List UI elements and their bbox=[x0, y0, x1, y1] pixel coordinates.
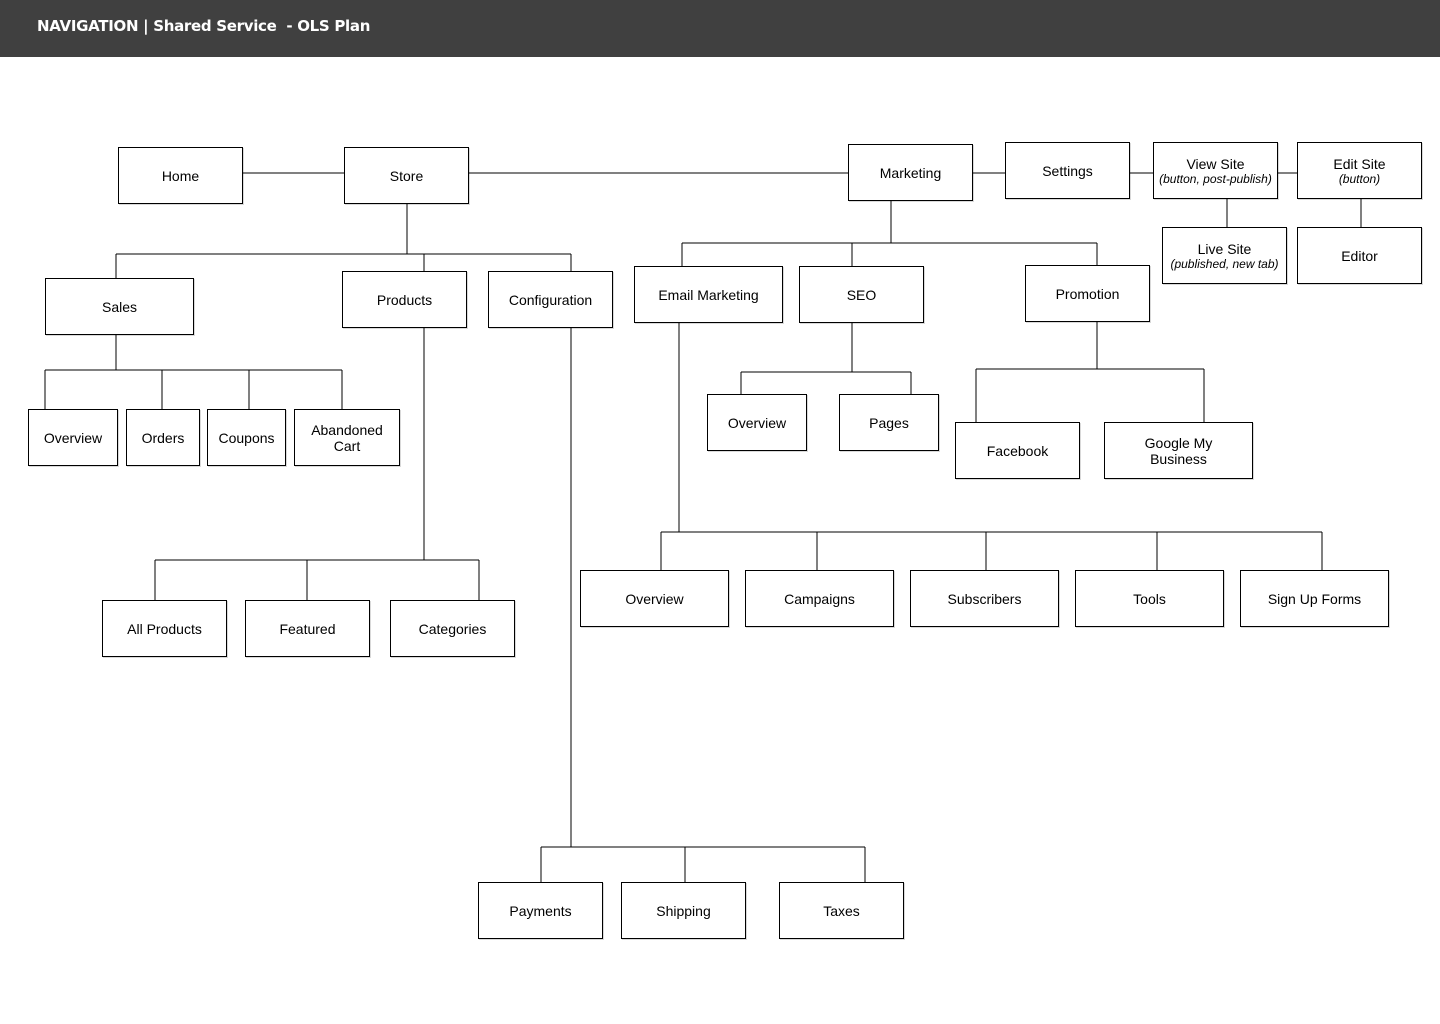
node-edit-site: Edit Site (button) bbox=[1297, 142, 1422, 199]
node-label: Taxes bbox=[823, 902, 860, 919]
node-label: Tools bbox=[1133, 590, 1166, 607]
node-label: Overview bbox=[727, 414, 787, 431]
node-pages: Pages bbox=[839, 394, 939, 451]
node-sublabel: (published, new tab) bbox=[1170, 256, 1279, 271]
node-payments: Payments bbox=[478, 882, 603, 939]
node-label: All Products bbox=[127, 620, 202, 637]
node-label: Settings bbox=[1042, 162, 1093, 179]
node-label: Edit Site bbox=[1333, 155, 1386, 172]
node-coupons: Coupons bbox=[207, 409, 286, 466]
node-label: Email Marketing bbox=[658, 286, 759, 303]
node-label: Live Site bbox=[1197, 240, 1252, 257]
node-email-overview: Overview bbox=[580, 570, 729, 627]
node-label: Coupons bbox=[218, 429, 275, 446]
node-subscribers: Subscribers bbox=[910, 570, 1059, 627]
node-sales: Sales bbox=[45, 278, 194, 335]
node-label: Subscribers bbox=[947, 590, 1022, 607]
node-seo: SEO bbox=[799, 266, 924, 323]
node-all-products: All Products bbox=[102, 600, 227, 657]
node-label: View Site bbox=[1186, 155, 1245, 172]
node-sublabel: (button, post-publish) bbox=[1159, 171, 1272, 186]
node-campaigns: Campaigns bbox=[745, 570, 894, 627]
node-facebook: Facebook bbox=[955, 422, 1080, 479]
node-taxes: Taxes bbox=[779, 882, 904, 939]
node-categories: Categories bbox=[390, 600, 515, 657]
node-google-my-business: Google My Business bbox=[1104, 422, 1253, 479]
node-view-site: View Site (button, post-publish) bbox=[1153, 142, 1278, 199]
node-label: Orders bbox=[141, 429, 185, 446]
node-sign-up-forms: Sign Up Forms bbox=[1240, 570, 1389, 627]
node-abandoned-cart: Abandoned Cart bbox=[294, 409, 400, 466]
node-seo-overview: Overview bbox=[707, 394, 807, 451]
node-label: Promotion bbox=[1055, 285, 1120, 302]
node-home: Home bbox=[118, 147, 243, 204]
node-tools: Tools bbox=[1075, 570, 1224, 627]
node-label: Campaigns bbox=[784, 590, 855, 607]
node-label: Editor bbox=[1341, 247, 1378, 264]
node-promotion: Promotion bbox=[1025, 265, 1150, 322]
node-label: Overview bbox=[625, 590, 684, 607]
node-label: Shipping bbox=[656, 902, 711, 919]
node-label: SEO bbox=[846, 286, 877, 303]
node-label: Pages bbox=[869, 414, 909, 431]
node-label: Sign Up Forms bbox=[1267, 590, 1362, 607]
node-sublabel: (button) bbox=[1338, 171, 1381, 186]
node-label: Overview bbox=[43, 429, 103, 446]
node-label: Store bbox=[389, 167, 424, 184]
node-configuration: Configuration bbox=[488, 271, 613, 328]
node-settings: Settings bbox=[1005, 142, 1130, 199]
node-marketing: Marketing bbox=[848, 144, 973, 201]
node-store: Store bbox=[344, 147, 469, 204]
node-shipping: Shipping bbox=[621, 882, 746, 939]
node-label: Google My Business bbox=[1144, 434, 1213, 467]
node-email-marketing: Email Marketing bbox=[634, 266, 783, 323]
node-label: Products bbox=[376, 291, 433, 308]
node-label: Configuration bbox=[508, 291, 593, 308]
node-label: Sales bbox=[101, 298, 138, 315]
node-editor: Editor bbox=[1297, 227, 1422, 284]
node-sales-overview: Overview bbox=[28, 409, 118, 466]
node-label: Facebook bbox=[986, 442, 1049, 459]
node-featured: Featured bbox=[245, 600, 370, 657]
node-label: Categories bbox=[418, 620, 487, 637]
node-label: Payments bbox=[509, 902, 572, 919]
node-orders: Orders bbox=[126, 409, 200, 466]
node-products: Products bbox=[342, 271, 467, 328]
page-title: NAVIGATION | Shared Service - OLS Plan bbox=[37, 17, 371, 35]
node-label: Home bbox=[161, 167, 200, 184]
header-bar: NAVIGATION | Shared Service - OLS Plan bbox=[0, 0, 1440, 57]
node-label: Abandoned Cart bbox=[311, 421, 383, 454]
node-label: Marketing bbox=[879, 164, 942, 181]
node-live-site: Live Site (published, new tab) bbox=[1162, 227, 1287, 284]
node-label: Featured bbox=[279, 620, 336, 637]
